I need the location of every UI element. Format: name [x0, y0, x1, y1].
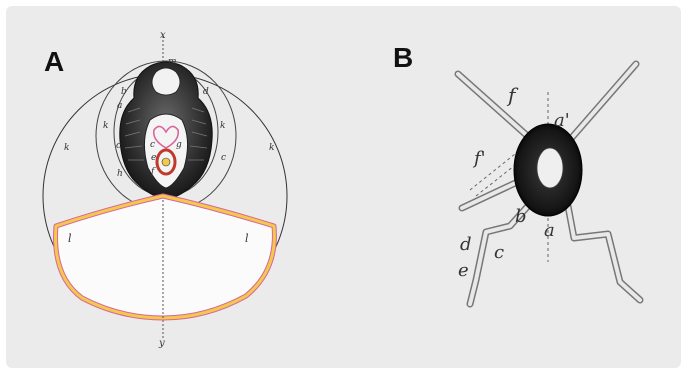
- antenna-right-core: [568, 64, 636, 142]
- label-e: e: [151, 153, 156, 163]
- label-c-left: c: [116, 141, 121, 151]
- leg-right: [568, 206, 640, 300]
- label-f-prime: f': [472, 148, 486, 169]
- label-l-right: l: [245, 232, 249, 245]
- label-c-b: c: [494, 242, 504, 263]
- label-m: m: [168, 57, 177, 67]
- cell-interior: [537, 148, 563, 188]
- label-a: a: [117, 101, 122, 111]
- label-k-inner-left: k: [103, 121, 108, 131]
- label-x: x: [160, 30, 166, 41]
- panel-b-diagram: f a' f' b a d c e: [458, 64, 640, 304]
- label-b: b: [121, 87, 127, 97]
- label-l-left: l: [68, 232, 72, 245]
- head-highlight: [152, 68, 180, 95]
- label-g: g: [176, 140, 182, 150]
- panel-a-diagram: x m b d a k k c c g e f h c k k l l y: [43, 30, 287, 349]
- label-k-inner-right: k: [220, 121, 225, 131]
- label-e-b: e: [458, 260, 469, 281]
- label-c-right: c: [221, 153, 226, 163]
- label-d-b: d: [460, 234, 472, 255]
- label-d: d: [203, 87, 209, 97]
- yellow-nucleus: [162, 158, 170, 166]
- label-y: y: [158, 338, 165, 349]
- label-a-b: a: [544, 220, 555, 241]
- antenna-left-core: [458, 74, 532, 140]
- label-f-b: f: [506, 83, 519, 107]
- label-k-outer-left: k: [64, 143, 69, 153]
- label-a-prime: a': [554, 110, 570, 131]
- label-h: h: [117, 169, 123, 179]
- label-c-inner: c: [150, 140, 155, 150]
- label-k-outer-right: k: [269, 143, 274, 153]
- label-b-b: b: [515, 206, 527, 227]
